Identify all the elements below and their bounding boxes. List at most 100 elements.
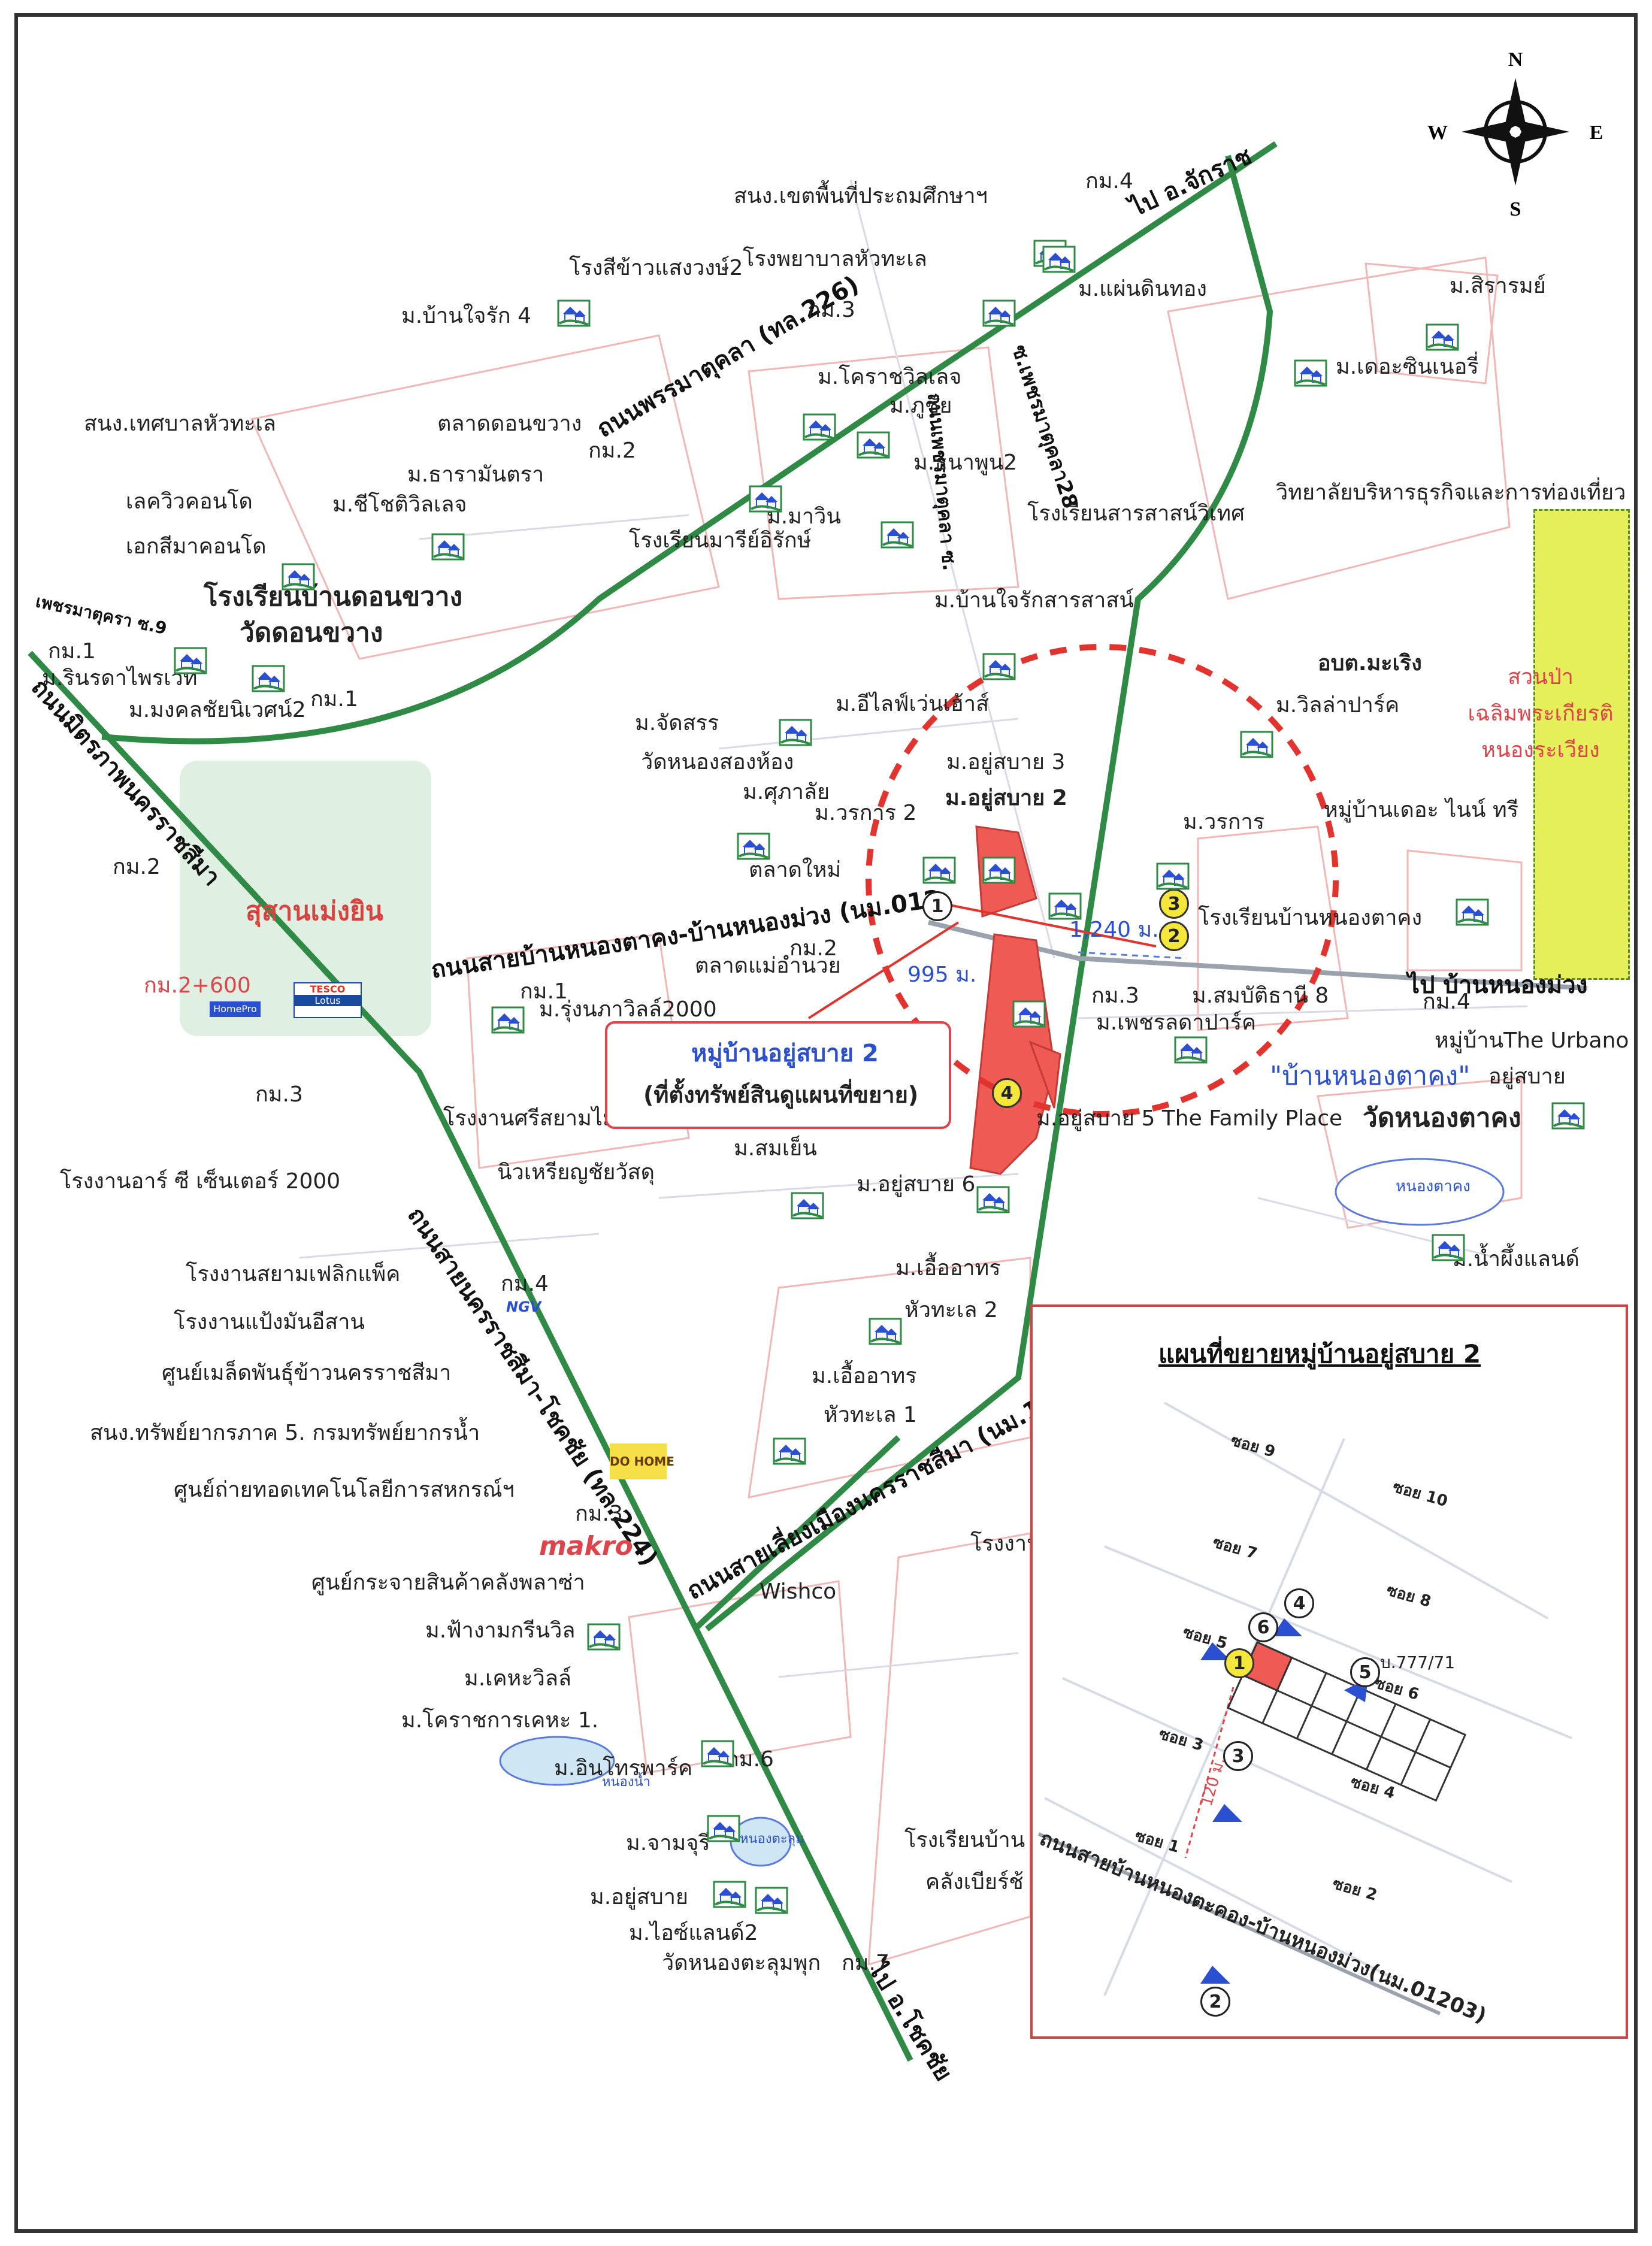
callout-title: หมู่บ้านอยู่สบาย 2 bbox=[691, 1040, 879, 1067]
parcel-boundaries bbox=[250, 256, 1523, 1966]
label-flour-factory: โรงงานแป้งมันอีสาน bbox=[174, 1310, 365, 1334]
village-icon bbox=[982, 856, 1016, 884]
compass-rose-icon: N S W E bbox=[1427, 49, 1603, 220]
km-mark: กม.1 bbox=[48, 639, 96, 664]
village-icon bbox=[779, 719, 812, 746]
label-thanaphun2: ม.ธนาพูน2 bbox=[913, 450, 1018, 475]
village-icon bbox=[174, 647, 207, 674]
dohome-logo: DO HOME bbox=[610, 1443, 674, 1479]
label-kheha: ม.เคหะวิลล์ bbox=[464, 1666, 571, 1691]
village-icon bbox=[749, 485, 782, 513]
village-icon bbox=[803, 413, 836, 441]
village-icon bbox=[791, 1192, 824, 1219]
km-mark: กม.2+600 bbox=[144, 973, 251, 998]
property-callout: หมู่บ้านอยู่สบาย 2 (ที่ตั้งทรัพย์สินดูแผ… bbox=[605, 1021, 951, 1129]
label-wat-donkwang: วัดดอนขวาง bbox=[240, 618, 383, 648]
compass-w: W bbox=[1427, 122, 1448, 144]
ngv-logo: NGV bbox=[506, 1298, 541, 1315]
label-huathale1: หัวทะเล 1 bbox=[824, 1403, 917, 1427]
village-icon bbox=[252, 665, 285, 692]
label-sombat: ม.สมบัติธานี 8 bbox=[1192, 983, 1329, 1008]
label-beer-store: คลังเบียร์ช้ bbox=[925, 1870, 1024, 1894]
label-niwat: นิวเหรียญชัยวัสดุ bbox=[497, 1160, 655, 1185]
label-dist-1240: 1,240 ม. bbox=[1069, 918, 1159, 942]
inset-marker-6: 6 bbox=[1248, 1612, 1278, 1642]
village-icon bbox=[1456, 898, 1489, 926]
village-icon bbox=[1426, 323, 1459, 351]
km-mark: กม.4 bbox=[1085, 169, 1133, 193]
village-icon bbox=[737, 833, 770, 860]
km-mark: กม.2 bbox=[789, 936, 837, 961]
main-roads bbox=[28, 141, 1278, 2062]
label-phuchai: ม.ภูชัย bbox=[889, 393, 952, 418]
inset-marker-2: 2 bbox=[1200, 1987, 1230, 2017]
label-rinrada: ม.รินรดาไพรเวท bbox=[42, 666, 198, 691]
label-yusabai5: ม.อยู่สบาย 5 The Family Place bbox=[1036, 1106, 1343, 1131]
pond-outline bbox=[1335, 1158, 1505, 1226]
label-the-urbano: หมู่บ้านThe Urbano bbox=[1435, 1028, 1629, 1053]
tesco-text: TESCO bbox=[310, 983, 346, 995]
inset-marker-5: 5 bbox=[1350, 1657, 1380, 1687]
label-tharaman: ม.ธารามันตรา bbox=[407, 462, 544, 487]
label-namphueng: ม.น้ำผึ้งแลนด์ bbox=[1453, 1247, 1580, 1272]
label-park: สวนป่า เฉลิมพระเกียรติ หนองระเวียง bbox=[1468, 665, 1614, 763]
km-mark: กม.3 bbox=[1091, 983, 1139, 1008]
label-pond2: หนองตะลุม bbox=[740, 1832, 804, 1847]
village-icon bbox=[773, 1437, 806, 1465]
km-mark: กม.3 bbox=[575, 1502, 623, 1526]
marker-2: 2 bbox=[1159, 921, 1189, 951]
label-college: วิทยาลัยบริหารธุรกิจและการท่องเที่ยว bbox=[1276, 480, 1626, 505]
village-icon bbox=[1042, 246, 1076, 273]
village-icon bbox=[1156, 862, 1190, 890]
label-sanong-thesaban: สนง.เทศบาลหัวทะเล bbox=[84, 411, 276, 436]
label-wat-nongtakhum: วัดหนองตะลุมพุก bbox=[662, 1951, 821, 1975]
marker-1: 1 bbox=[922, 891, 952, 921]
label-wat-nongtakhong: วัดหนองตาคง bbox=[1363, 1103, 1521, 1133]
label-yusabai6: ม.อยู่สบาย 6 bbox=[857, 1172, 976, 1197]
label-cemetery: สุสานเม่งยิน bbox=[246, 896, 383, 927]
label-korat-kheha: ม.โคราชการเคหะ 1. bbox=[401, 1708, 599, 1733]
label-siam-flake: โรงงานสยามเฟลิกแพ็ค bbox=[186, 1262, 401, 1287]
village-icon bbox=[982, 299, 1016, 327]
label-sanong-khet: สนง.เขตพื้นที่ประถมศึกษาฯ bbox=[734, 184, 988, 208]
label-warehouse: ศูนย์กระจายสินค้าคลังพลาซ่า bbox=[311, 1570, 585, 1595]
road-label-to-nongmuang: ไป บ้านหนองม่วง bbox=[1408, 971, 1588, 999]
label-phetlada: ม.เพชรลดาปาร์ค bbox=[1096, 1010, 1257, 1035]
label-ban-jaijak4: ม.บ้านใจรัก 4 bbox=[401, 304, 532, 328]
label-uea-arthorn2: ม.เอื้ออาทร bbox=[812, 1364, 917, 1388]
village-icon bbox=[857, 431, 890, 459]
label-dist-995: 995 ม. bbox=[907, 962, 977, 987]
label-yusabai-right: อยู่สบาย bbox=[1488, 1064, 1566, 1089]
village-icon bbox=[707, 1815, 740, 1842]
village-icon bbox=[282, 563, 315, 591]
label-tech-center: ศูนย์ถ่ายทอดเทคโนโลยีการสหกรณ์ฯ bbox=[174, 1478, 515, 1502]
village-icon bbox=[982, 653, 1016, 680]
label-inthra: ม.อินโทรพาร์ค bbox=[554, 1756, 693, 1781]
label-yusabai3: ม.อยู่สบาย 3 bbox=[946, 750, 1066, 774]
village-icon bbox=[1174, 1036, 1208, 1064]
label-sirarom: ม.สิรารมย์ bbox=[1450, 274, 1546, 298]
marker-3: 3 bbox=[1159, 889, 1189, 919]
label-the-nine-tree: หมู่บ้านเดอะ ไนน์ ทรี bbox=[1324, 798, 1519, 822]
inset-map: แผนที่ขยายหมู่บ้านอยู่สบาย 2 bbox=[1030, 1304, 1628, 2039]
village-icon bbox=[557, 299, 591, 327]
village-icon bbox=[976, 1186, 1010, 1213]
label-school-nongtakhong: โรงเรียนบ้านหนองตาคง bbox=[1198, 906, 1423, 930]
label-lake-view: เลควิวคอนโด bbox=[126, 489, 253, 514]
label-yusabai2: ม.อยู่สบาย 2 bbox=[945, 786, 1067, 810]
km-mark: กม.4 bbox=[1423, 989, 1471, 1014]
label-rice-mill: โรงสีข้าวแสงวงษ์2 bbox=[569, 256, 743, 280]
village-icon bbox=[1012, 1000, 1046, 1028]
label-mongkhon: ม.มงคลชัยนิเวศน์2 bbox=[129, 698, 306, 722]
label-the-cinnery: ม.เดอะซินเนอรี่ bbox=[1336, 355, 1479, 379]
label-hospital: โรงพยาบาลหัวทะเล bbox=[743, 247, 927, 271]
label-rc-center: โรงงานอาร์ ซี เซ็นเตอร์ 2000 bbox=[60, 1169, 341, 1194]
inset-marker-4: 4 bbox=[1284, 1588, 1314, 1618]
label-rice-seed: ศูนย์เมล็ดพันธุ์ข้าวนครราชสีมา bbox=[162, 1361, 452, 1385]
inset-marker-1: 1 bbox=[1224, 1648, 1254, 1678]
label-uea-arthorn1: ม.เอื้ออาทร bbox=[895, 1256, 1001, 1281]
label-wishco: Wishco bbox=[760, 1579, 837, 1604]
inset-canvas bbox=[1037, 1402, 1572, 2015]
compass: N S W E bbox=[1426, 36, 1605, 228]
